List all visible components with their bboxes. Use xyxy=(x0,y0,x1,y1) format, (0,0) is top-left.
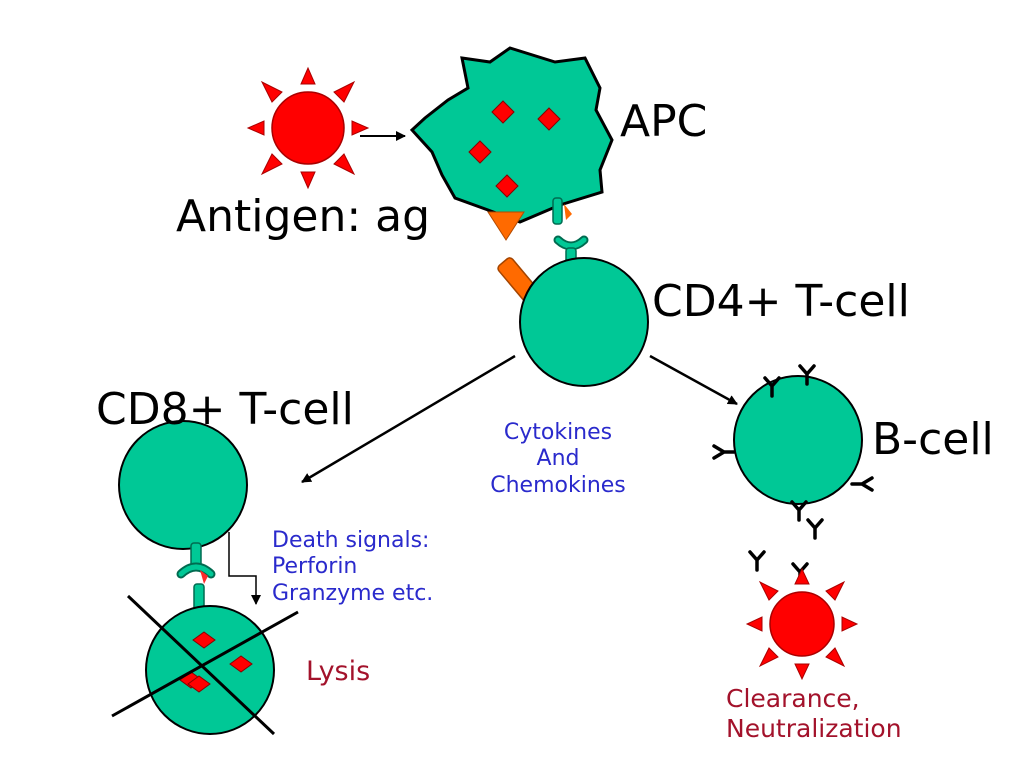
antigen-label: Antigen: ag xyxy=(176,191,431,242)
cd8-t-cell xyxy=(118,420,248,550)
apc-cell xyxy=(409,46,614,224)
cd8-tcr-receptor xyxy=(176,542,216,615)
cd4-to-cd8-arrow xyxy=(301,354,516,484)
lysis-label: Lysis xyxy=(306,656,371,687)
clearance-label: Clearance, Neutralization xyxy=(726,684,902,743)
bcell-label: B-cell xyxy=(872,414,994,465)
cd4-label: CD4+ T-cell xyxy=(652,276,910,327)
death-signal-arrow xyxy=(228,532,261,605)
b-cell xyxy=(733,375,863,505)
cd4-t-cell xyxy=(519,257,649,387)
death-signals-label: Death signals: Perforin Granzyme etc. xyxy=(272,528,434,606)
apc-label: APC xyxy=(620,96,708,147)
lysis-cross xyxy=(111,594,299,736)
cd8-label: CD8+ T-cell xyxy=(96,384,354,435)
antigen-cleared-icon xyxy=(745,567,859,681)
apc-mhc-receptor xyxy=(552,197,572,225)
antigen-icon xyxy=(246,66,370,190)
apc-orange-receptor xyxy=(487,211,525,241)
cytokines-label: Cytokines And Chemokines xyxy=(490,420,626,498)
cd4-to-bcell-arrow xyxy=(649,354,738,406)
